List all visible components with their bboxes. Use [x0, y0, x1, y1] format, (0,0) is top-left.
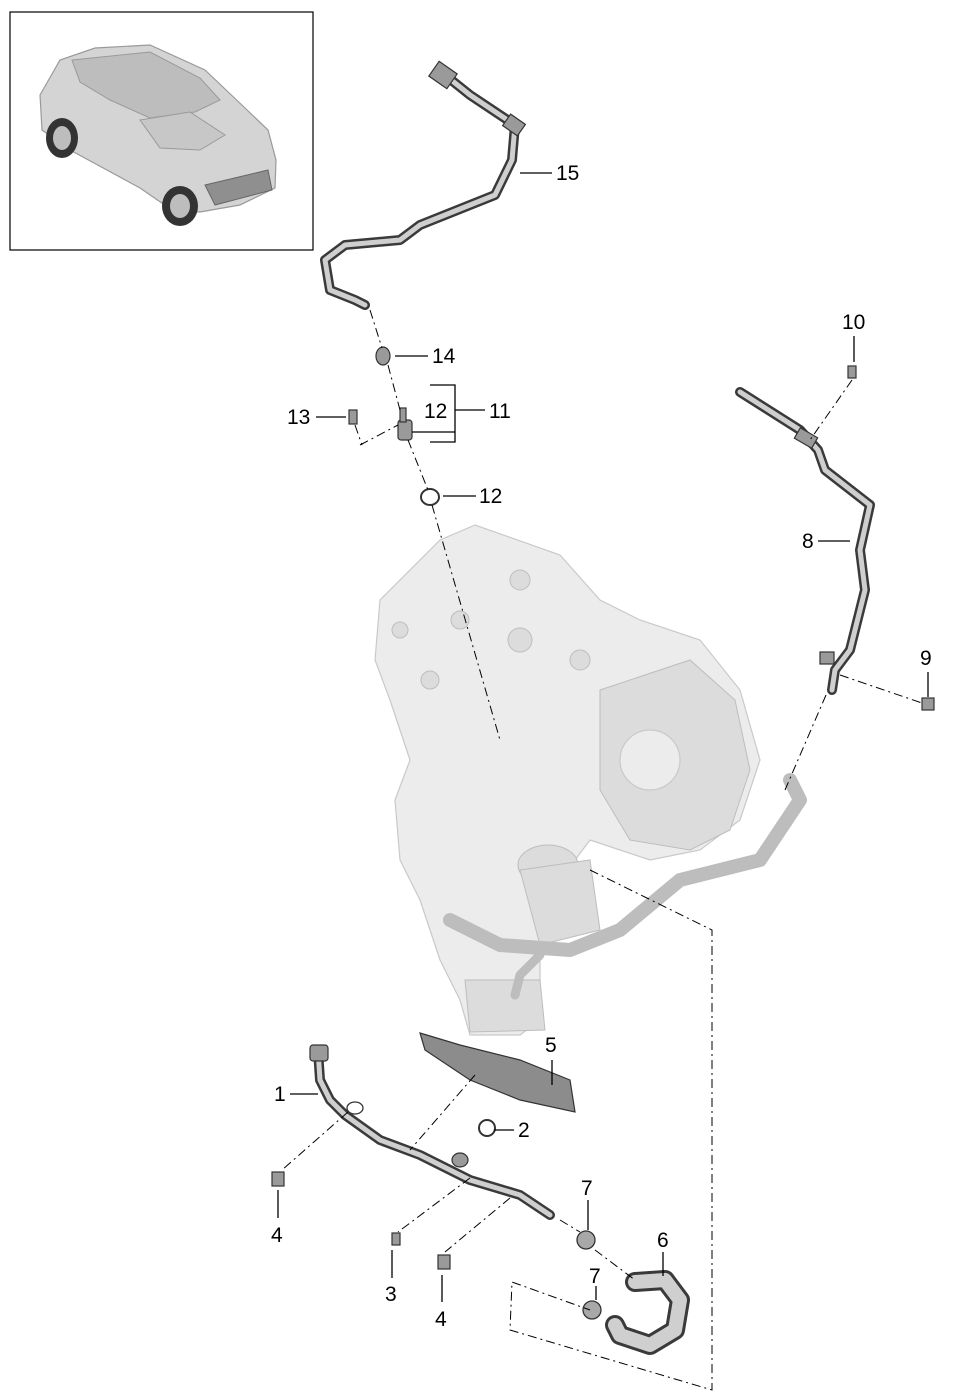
part-14-fitting[interactable]	[375, 346, 391, 366]
part-12-o-ring[interactable]	[420, 488, 440, 506]
callout-1[interactable]: 1	[274, 1083, 286, 1106]
part-7-clamp-upper[interactable]	[576, 1230, 596, 1250]
part-10-bolt[interactable]	[847, 365, 857, 379]
part-4-bolt-left[interactable]	[271, 1171, 285, 1187]
callout-7-upper[interactable]: 7	[581, 1177, 593, 1200]
car-suv-icon	[39, 44, 277, 226]
assembly-lines	[281, 309, 923, 1391]
part-8-hose[interactable]	[735, 387, 875, 695]
part-11-sensor[interactable]	[397, 407, 413, 441]
part-15-hose[interactable]	[320, 60, 527, 310]
part-9-bolt[interactable]	[921, 697, 935, 711]
callout-13[interactable]: 13	[287, 406, 310, 429]
part-13-bolt[interactable]	[348, 409, 358, 425]
part-5-heat-shield[interactable]	[419, 1032, 576, 1113]
callout-9[interactable]: 9	[920, 647, 932, 670]
callout-14[interactable]: 14	[432, 345, 456, 368]
vehicle-thumbnail[interactable]	[9, 11, 314, 251]
callout-3[interactable]: 3	[385, 1283, 397, 1306]
callout-8[interactable]: 8	[802, 530, 814, 553]
part-2-o-ring[interactable]	[478, 1119, 496, 1137]
part-4-bolt-right[interactable]	[437, 1254, 451, 1270]
callout-2[interactable]: 2	[518, 1119, 530, 1142]
callout-12-upper[interactable]: 12	[424, 400, 447, 423]
part-3-bolt[interactable]	[391, 1232, 401, 1246]
callout-15[interactable]: 15	[556, 162, 579, 185]
part-1-pipe[interactable]	[309, 1044, 555, 1220]
callout-4-left[interactable]: 4	[271, 1224, 283, 1247]
leader-lines	[277, 172, 929, 1302]
callouts: 15 14 13 12 11 12 10 8 9 5 1 2 4 7 3 6 7…	[271, 162, 932, 1331]
callout-4-right[interactable]: 4	[435, 1308, 447, 1331]
callout-11[interactable]: 11	[489, 400, 511, 423]
callout-7-lower[interactable]: 7	[589, 1265, 601, 1288]
callout-5[interactable]: 5	[545, 1034, 557, 1057]
callout-10[interactable]: 10	[842, 311, 865, 334]
part-7-clamp-lower[interactable]	[582, 1300, 602, 1320]
engine-block-ghost	[374, 524, 807, 1036]
callout-12-lower[interactable]: 12	[479, 485, 502, 508]
callout-6[interactable]: 6	[657, 1229, 669, 1252]
part-6-hose[interactable]	[605, 1270, 690, 1355]
